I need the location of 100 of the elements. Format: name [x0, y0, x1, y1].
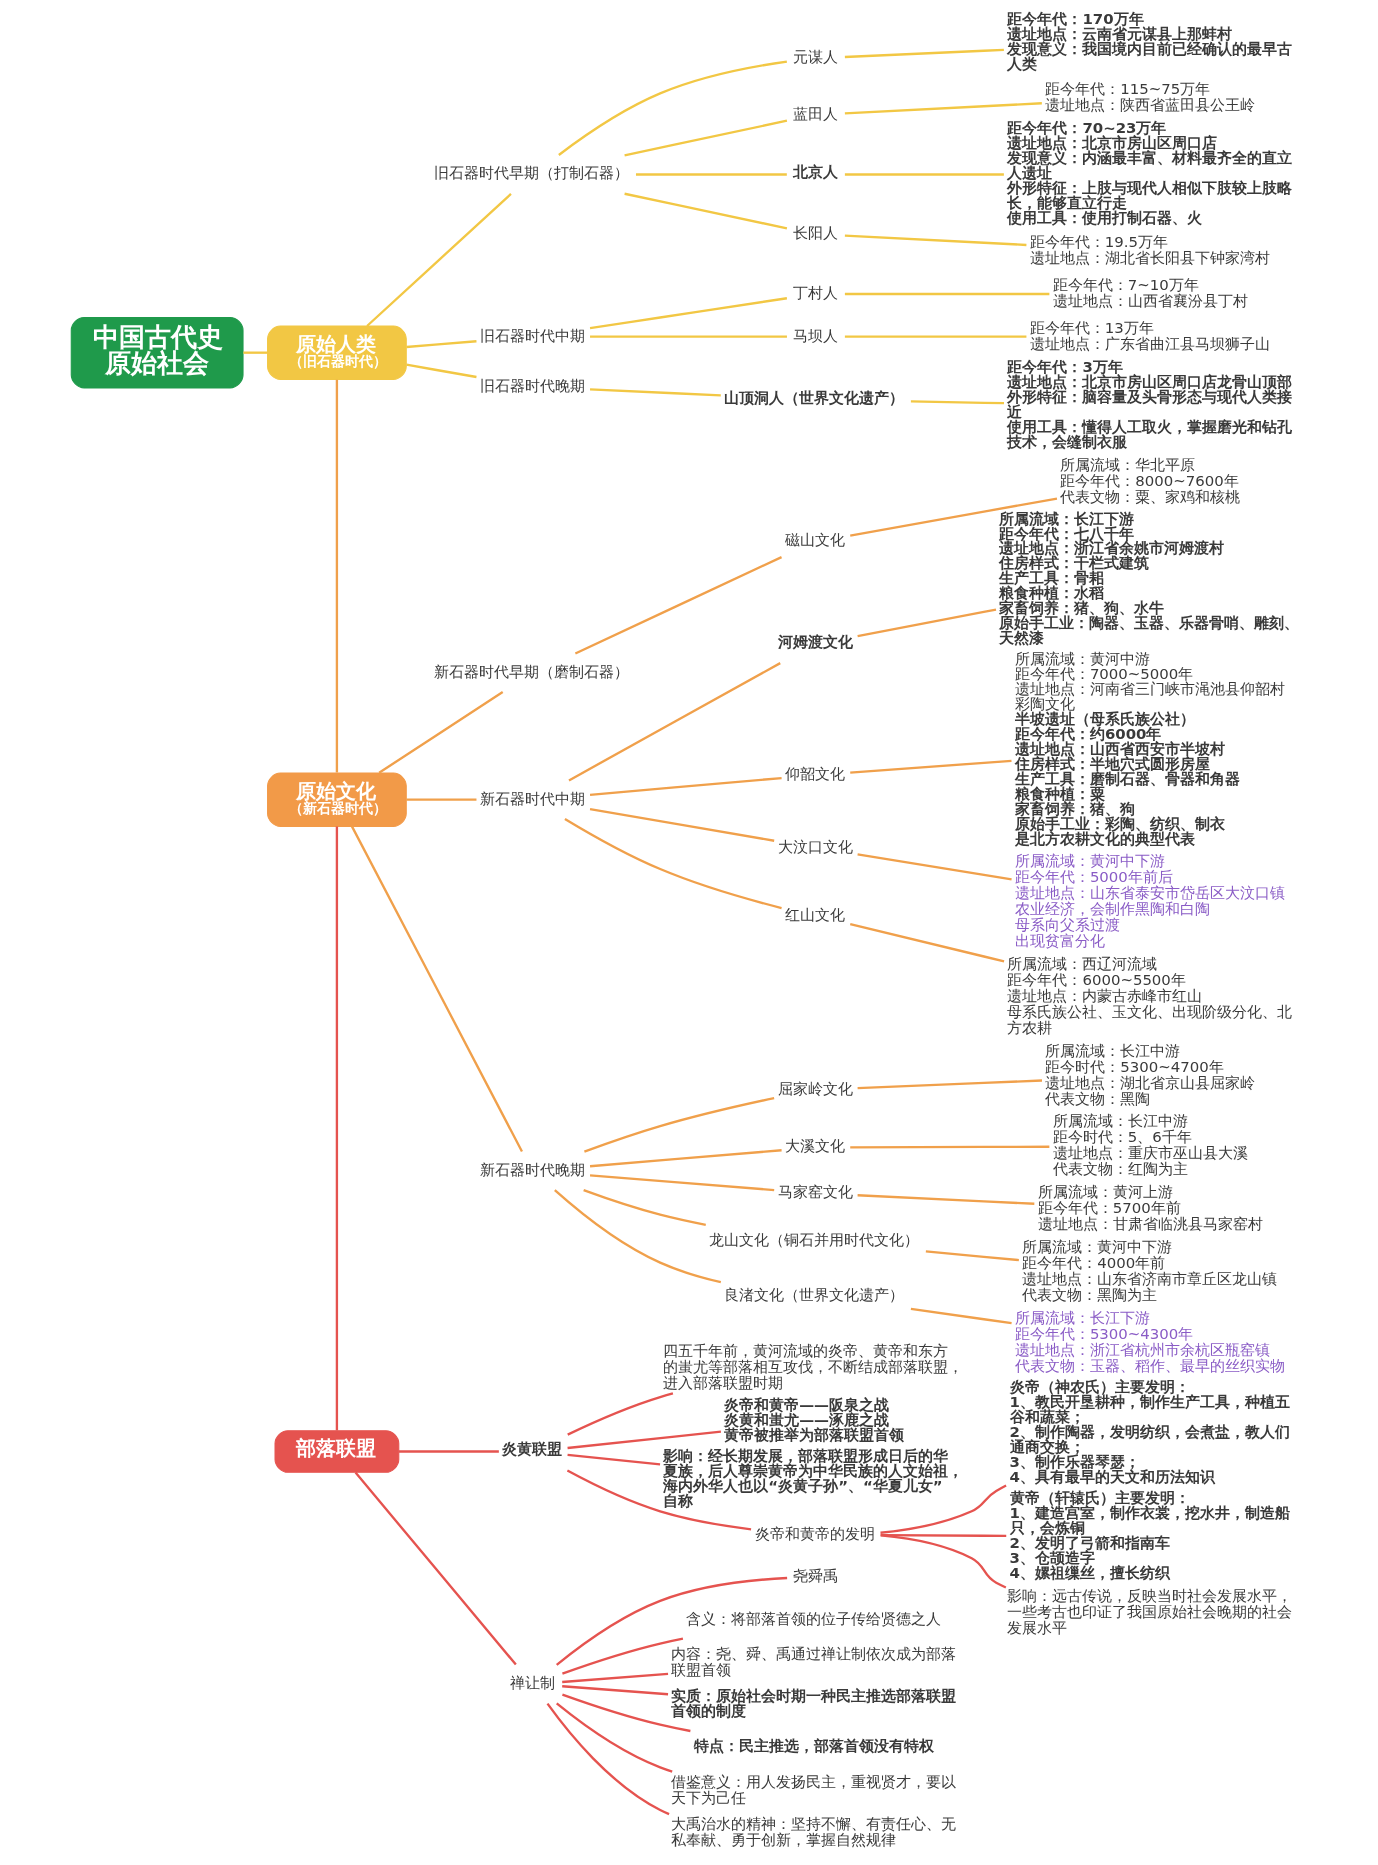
connector [566, 1469, 751, 1531]
connector [849, 922, 1004, 963]
node-box: 原始人类 （旧石器时代） [266, 325, 407, 380]
node-text: 距今年代：7~10万年 遗址地点：山西省襄汾县丁村 [1052, 275, 1248, 310]
connector [623, 192, 787, 230]
connector [378, 691, 503, 774]
node-text: 马坝人 [792, 326, 838, 345]
connector [350, 825, 523, 1152]
node-text: 新石器时代中期 [479, 789, 585, 808]
node-text: 实质：原始社会时期一种民主推选部落联盟首领的制度 [670, 1687, 956, 1721]
node-box: 中国古代史 原始社会 [70, 316, 244, 389]
connector [880, 1533, 1006, 1538]
connector [405, 340, 477, 349]
connector [856, 853, 1012, 881]
node-text: 龙山文化（铜石并用时代文化） [708, 1231, 919, 1250]
connector [589, 335, 787, 338]
connector [405, 363, 477, 379]
connector [555, 1702, 673, 1773]
node-text: 距今年代：170万年 遗址地点：云南省元谋县上那蚌村 发现意义：我国境内目前已经确认的最早古人类 [1006, 10, 1292, 74]
node-text: 河姆渡文化 [777, 632, 853, 651]
node-text: 新石器时代晚期 [479, 1160, 585, 1179]
node-text: 大禹治水的精神：坚持不懈、有责任心、无私奉献、勇于创新，掌握自然规律 [670, 1815, 956, 1850]
node-box: 原始文化 （新石器时代） [266, 772, 407, 827]
connector [553, 1189, 721, 1284]
node-text: 距今年代：13万年 遗址地点：广东省曲江县马坝狮子山 [1029, 318, 1270, 353]
node-text: 旧石器时代早期（打制石器） [433, 164, 629, 183]
connector [566, 1430, 721, 1450]
node-text: 内容：尧、舜、禹通过禅让制依次成为部落联盟首领 [670, 1644, 956, 1679]
connector [849, 497, 1057, 537]
node-text: 山顶洞人（世界文化遗产） [723, 388, 904, 407]
connector [561, 1693, 691, 1733]
node-text: 借鉴意义：用人发扬民主，重视贤才，要以天下为己任 [670, 1772, 956, 1807]
node-text: 蓝田人 [792, 104, 838, 123]
node-text: 新石器时代早期（磨制石器） [433, 662, 629, 681]
node-text: 所属流域：西辽河流域 距今年代：6000~5500年 遗址地点：内蒙古赤峰市红山 母系氏族公社、玉文化、出现阶级分化、北方农耕 [1006, 954, 1292, 1037]
connector [844, 292, 1049, 296]
connector [242, 351, 267, 354]
node-text: 大汶口文化 [777, 837, 853, 856]
node-text: 红山文化 [784, 905, 845, 924]
node-text: 四五千年前，黄河流域的炎帝、黄帝和东方的蚩尤等部落相互攻伐，不断结成部落联盟，进入部落联盟时期 [662, 1342, 963, 1393]
node-text: 仰韶文化 [784, 765, 845, 784]
node-text: 所属流域：黄河上游 距今年代：5700年前 遗址地点：甘肃省临洮县马家窑村 [1037, 1183, 1263, 1234]
connector [856, 608, 996, 638]
connector [844, 234, 1026, 247]
connector [879, 1484, 1007, 1534]
node-text: 所属流域：黄河中下游 距今年代：5000年前后 遗址地点：山东省泰安市岱岳区大汶口镇 农业经济，会制作黑陶和白陶 母系向父系过渡 出现贫富分化 [1014, 852, 1285, 951]
node-text: 所属流域：长江中游 距今时代：5300~4700年 遗址地点：湖北省京山县屈家岭 代表文物：黑陶 [1044, 1041, 1255, 1108]
node-text: 炎帝（神农氏）主要发明： 1、教民开垦耕种，制作生产工具，种植五谷和蔬菜； 2、制作陶器，发明纺织，会煮盐，教人们通商交换； 3、制作乐器琴瑟； 4、具有最早的天文和历法知识 [1009, 1377, 1290, 1486]
connector [335, 379, 338, 773]
connector [563, 817, 782, 910]
node-text: 所属流域：长江下游 距今年代：5300~4300年 遗址地点：浙江省杭州市余杭区瓶窑镇 代表文物：玉器、稻作、最早的丝织实物 [1014, 1308, 1285, 1375]
connector [561, 1637, 683, 1675]
connector [582, 1189, 706, 1226]
connector [583, 1096, 774, 1153]
connector [546, 1702, 670, 1816]
node-text: 良渚文化（世界文化遗产） [723, 1285, 904, 1304]
node-box: 部落联盟 [274, 1430, 399, 1473]
connector [910, 400, 1004, 405]
node-text: 尧舜禹 [792, 1567, 838, 1586]
connector [405, 798, 476, 801]
connector [555, 1576, 787, 1666]
node-text: 炎黄联盟 [501, 1440, 562, 1459]
connector [365, 193, 512, 327]
node-text: 所属流域：长江中游 距今时代：5、6千年 遗址地点：重庆市巫山县大溪 代表文物：红陶为主 [1052, 1112, 1248, 1179]
node-text: 炎帝和黄帝——阪泉之战 炎黄和蚩尤——涿鹿之战 黄帝被推举为部落联盟首领 [723, 1396, 904, 1444]
connector [557, 60, 787, 156]
connector [849, 1145, 1049, 1149]
node-text: 北京人 [792, 163, 838, 182]
node-text: 距今年代：3万年 遗址地点：北京市房山区周口店龙骨山顶部 外形特征：脑容量及头骨形态与现代人类接近 使用工具：懂得人工取火，掌握磨光和钻孔技术，会缝制衣服 [1006, 358, 1292, 451]
connector [574, 556, 782, 655]
node-text: 旧石器时代中期 [479, 326, 585, 345]
connector [589, 388, 721, 397]
connector [561, 1672, 668, 1684]
connector [354, 1471, 517, 1666]
connector [561, 1685, 668, 1696]
node-text: 影响：经长期发展，部落联盟形成日后的华夏族，后人尊崇黄帝为中华民族的人文始祖，海内外华人也以“炎黄子孙”、“华夏儿女”自称 [662, 1447, 963, 1511]
connector [589, 1174, 774, 1192]
connector [589, 1149, 782, 1168]
connector [844, 48, 1004, 59]
connector [567, 662, 781, 782]
connector [635, 173, 787, 176]
node-text: 炎帝和黄帝的发明 [754, 1524, 875, 1543]
node-text: 长阳人 [792, 224, 838, 243]
connector [589, 808, 774, 842]
node-text: 所属流域：华北平原 距今年代：8000~7600年 代表文物：粟、家鸡和核桃 [1059, 455, 1240, 506]
connector [910, 1307, 1012, 1325]
node-text: 距今年代：115~75万年 遗址地点：陕西省蓝田县公王岭 [1044, 79, 1255, 114]
node-text: 磁山文化 [784, 531, 845, 550]
node-text: 大溪文化 [784, 1137, 845, 1156]
connector [857, 1194, 1034, 1205]
connector [925, 1250, 1019, 1262]
connector [849, 759, 1012, 774]
node-text: 影响：远古传说，反映当时社会发展水平，一些考古也印证了我国原始社会晚期的社会发展水平 [1006, 1586, 1292, 1637]
connector [398, 1450, 499, 1453]
connector [844, 173, 1004, 176]
node-text: 距今年代：70~23万年 遗址地点：北京市房山区周口店 发现意义：内涵最丰富、材料最齐全的直立人遗址 外形特征：上肢与现代人相似下肢较上肢略长，能够直立行走 使用工具：使用打制石器、火 [1006, 119, 1292, 227]
node-text: 距今年代：19.5万年 遗址地点：湖北省长阳县下钟家湾村 [1029, 233, 1270, 268]
connector [844, 102, 1042, 115]
node-text: 禅让制 [509, 1674, 555, 1693]
node-text: 元谋人 [792, 48, 838, 67]
